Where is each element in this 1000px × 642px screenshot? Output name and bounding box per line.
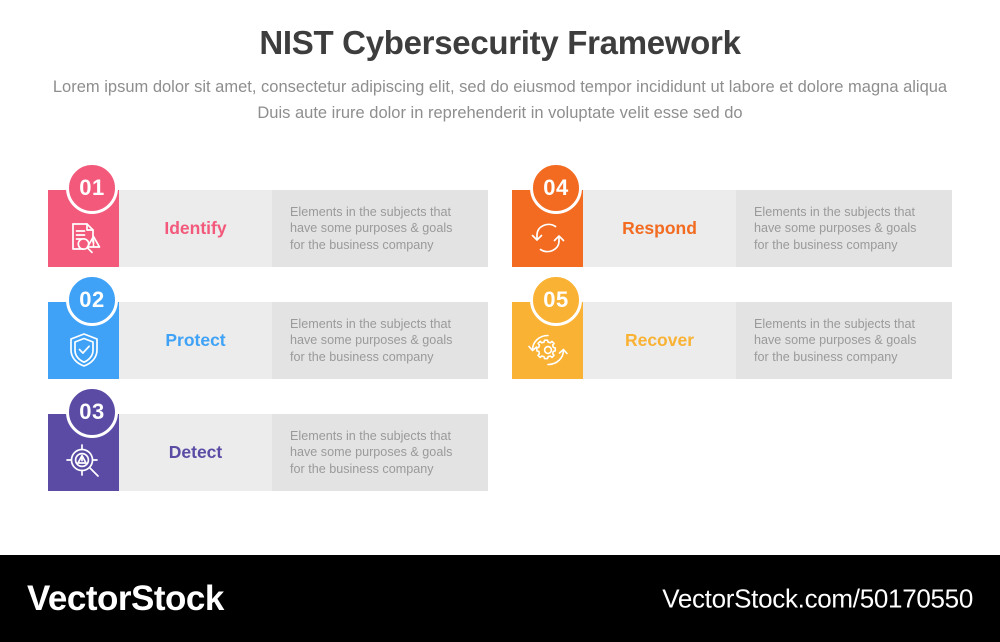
card-number-badge: 05	[530, 274, 582, 326]
infographic-canvas: NIST Cybersecurity Framework Lorem ipsum…	[0, 22, 1000, 500]
card-color-block: 03	[48, 386, 119, 491]
page-subtitle: Lorem ipsum dolor sit amet, consectetur …	[52, 78, 948, 122]
card-description-panel: Elements in the subjects that have some …	[736, 190, 952, 267]
card-color-block: 04	[512, 162, 583, 267]
framework-card-grid: 01 Identify Elements in the subjects tha…	[48, 162, 952, 500]
framework-card-protect[interactable]: 02 Protect Elements in the subjects that…	[48, 274, 488, 379]
card-color-block: 02	[48, 274, 119, 379]
card-description: Elements in the subjects that have some …	[290, 316, 453, 364]
card-description-panel: Elements in the subjects that have some …	[736, 302, 952, 379]
framework-card-detect[interactable]: 03 Detect Elements in the subjects that …	[48, 386, 488, 491]
card-description-panel: Elements in the subjects that have some …	[272, 414, 488, 491]
card-label-panel: Protect	[119, 302, 272, 379]
vectorstock-url: VectorStock.com/50170550	[662, 583, 973, 613]
circular-arrows-icon	[528, 218, 568, 258]
card-description-panel: Elements in the subjects that have some …	[272, 190, 488, 267]
card-color-block: 05	[512, 274, 583, 379]
card-label: Detect	[168, 442, 223, 462]
card-number-badge: 02	[66, 274, 118, 326]
watermark-footer: VectorStock VectorStock.com/50170550	[0, 555, 1000, 642]
header: NIST Cybersecurity Framework Lorem ipsum…	[0, 22, 1000, 126]
card-description: Elements in the subjects that have some …	[290, 428, 453, 476]
card-description: Elements in the subjects that have some …	[754, 204, 917, 252]
card-number: 05	[543, 287, 569, 312]
card-label: Protect	[165, 330, 226, 350]
card-label-panel: Identify	[119, 190, 272, 267]
gear-refresh-icon	[527, 330, 568, 370]
card-label: Recover	[624, 330, 695, 350]
framework-card-identify[interactable]: 01 Identify Elements in the subjects tha…	[48, 162, 488, 267]
framework-card-respond[interactable]: 04 Respond Elements in the subjects that…	[512, 162, 952, 267]
card-description: Elements in the subjects that have some …	[290, 204, 453, 252]
card-label: Respond	[622, 218, 697, 238]
framework-card-recover[interactable]: 05 Recover Elements in the subjects that…	[512, 274, 952, 379]
card-number: 04	[543, 175, 569, 200]
card-description-panel: Elements in the subjects that have some …	[272, 302, 488, 379]
card-color-block: 01	[48, 162, 119, 267]
card-number-badge: 03	[66, 386, 118, 438]
shield-check-icon	[64, 330, 104, 370]
target-magnifier-alert-icon	[64, 442, 104, 482]
card-label-panel: Detect	[119, 414, 272, 491]
card-number: 02	[79, 287, 105, 312]
card-label-panel: Recover	[583, 302, 736, 379]
card-label: Identify	[164, 218, 227, 238]
card-number-badge: 01	[66, 162, 118, 214]
card-number-badge: 04	[530, 162, 582, 214]
page-title: NIST Cybersecurity Framework	[259, 24, 741, 61]
document-magnifier-warning-icon	[64, 218, 104, 258]
card-number: 01	[79, 175, 105, 200]
card-description: Elements in the subjects that have some …	[754, 316, 917, 364]
card-label-panel: Respond	[583, 190, 736, 267]
card-number: 03	[79, 399, 105, 424]
vectorstock-logo: VectorStock	[27, 578, 224, 618]
